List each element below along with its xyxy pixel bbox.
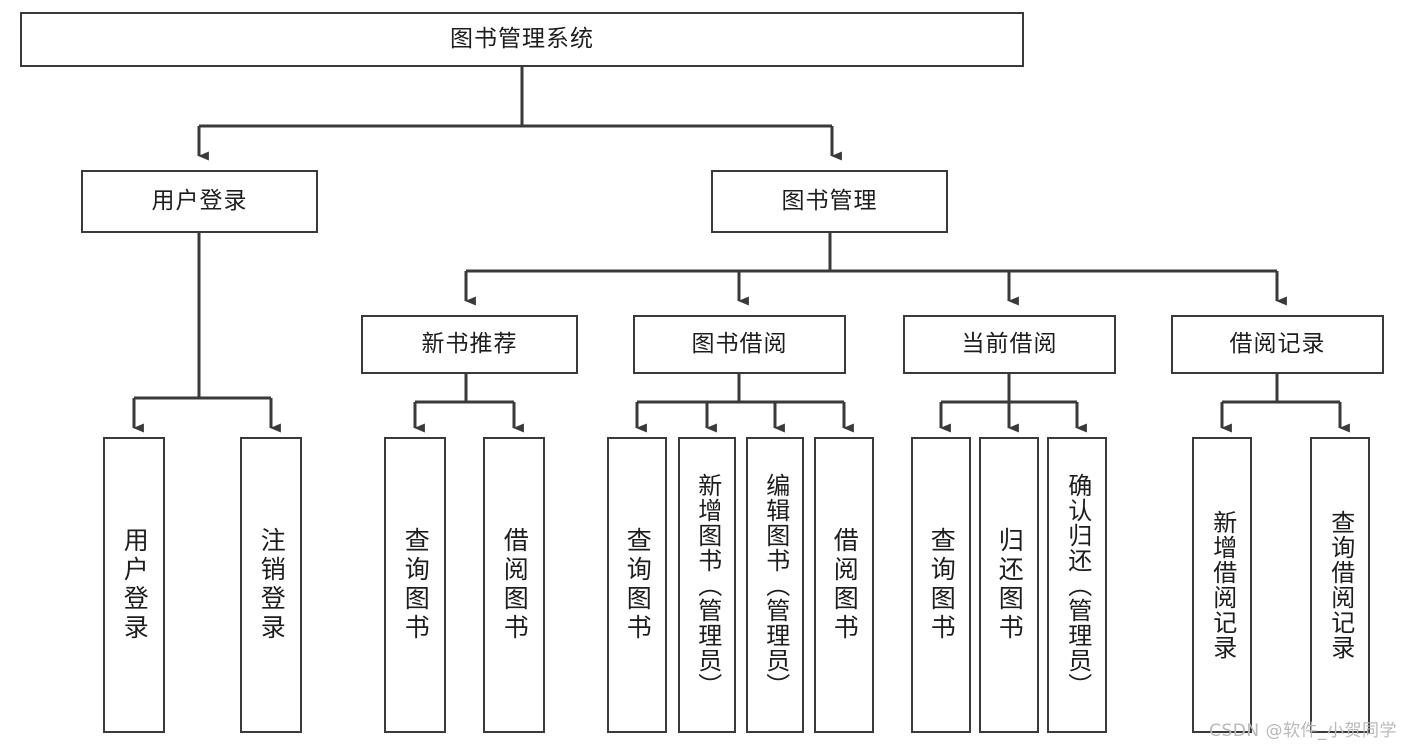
- node-label: 用户登录: [120, 527, 150, 643]
- node-label: 当前借阅: [961, 330, 1058, 357]
- node-current-borrow[interactable]: 当前借阅: [903, 315, 1116, 374]
- node-label: 注销登录: [257, 527, 287, 643]
- leaf-borrow-book-borrow[interactable]: 借阅图书: [814, 437, 874, 733]
- node-root-book-management-system[interactable]: 图书管理系统: [20, 12, 1024, 67]
- leaf-query-borrow-record[interactable]: 查询借阅记录: [1310, 437, 1370, 733]
- node-label: 借阅图书: [830, 527, 860, 643]
- node-label: 归还图书: [995, 527, 1025, 643]
- leaf-add-book-admin[interactable]: 新增图书（管理员）: [678, 437, 736, 733]
- node-label: 新增图书（管理员）: [693, 472, 722, 698]
- node-book-borrow[interactable]: 图书借阅: [633, 315, 846, 374]
- node-label: 查询图书: [623, 527, 653, 643]
- leaf-edit-book-admin[interactable]: 编辑图书（管理员）: [746, 437, 804, 733]
- leaf-query-book-current[interactable]: 查询图书: [911, 437, 971, 733]
- leaf-user-login[interactable]: 用户登录: [103, 437, 165, 733]
- leaf-query-book-borrow[interactable]: 查询图书: [607, 437, 667, 733]
- node-book-management[interactable]: 图书管理: [711, 170, 948, 233]
- node-new-book-recommend[interactable]: 新书推荐: [361, 315, 578, 374]
- node-label: 借阅记录: [1229, 330, 1326, 357]
- node-borrow-record[interactable]: 借阅记录: [1171, 315, 1384, 374]
- leaf-add-borrow-record[interactable]: 新增借阅记录: [1192, 437, 1252, 733]
- leaf-query-book-newbook[interactable]: 查询图书: [384, 437, 446, 733]
- node-label: 查询图书: [927, 527, 957, 643]
- leaf-return-book[interactable]: 归还图书: [979, 437, 1039, 733]
- node-label: 确认归还（管理员）: [1063, 472, 1092, 698]
- node-label: 查询借阅记录: [1326, 510, 1355, 660]
- leaf-confirm-return-admin[interactable]: 确认归还（管理员）: [1047, 437, 1107, 733]
- node-label: 查询图书: [401, 527, 431, 643]
- node-label: 新书推荐: [421, 330, 518, 357]
- node-user-login[interactable]: 用户登录: [81, 170, 318, 233]
- leaf-logout[interactable]: 注销登录: [240, 437, 302, 733]
- node-label: 借阅图书: [500, 527, 530, 643]
- node-label: 图书管理系统: [450, 25, 594, 52]
- node-label: 图书管理: [781, 187, 878, 214]
- node-label: 图书借阅: [691, 330, 788, 357]
- node-label: 用户登录: [151, 187, 248, 214]
- node-label: 编辑图书（管理员）: [761, 472, 790, 698]
- node-label: 新增借阅记录: [1208, 510, 1237, 660]
- leaf-borrow-book-newbook[interactable]: 借阅图书: [483, 437, 545, 733]
